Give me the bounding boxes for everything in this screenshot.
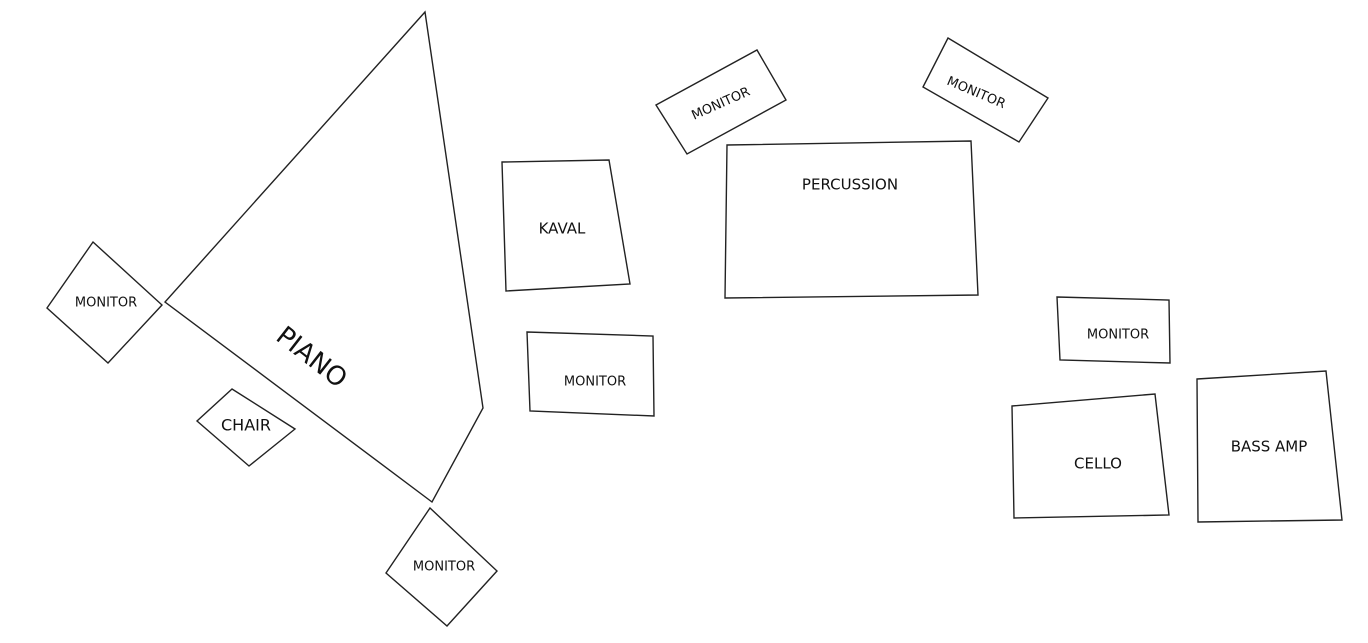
monitor-top-left-label: MONITOR	[690, 84, 753, 123]
cello: CELLO	[1011, 393, 1170, 519]
monitor-top-right-outline	[922, 37, 1049, 143]
monitor-center-outline	[526, 331, 655, 417]
monitor-bottom-outline	[385, 506, 498, 627]
cello-outline	[1011, 393, 1170, 519]
piano-outline	[163, 10, 484, 504]
percussion-outline	[724, 140, 979, 299]
chair-outline	[195, 388, 297, 467]
monitor-top-left-outline	[655, 49, 787, 155]
monitor-center: MONITOR	[526, 331, 655, 417]
percussion-label: PERCUSSION	[802, 176, 898, 194]
monitor-center-label: MONITOR	[564, 375, 626, 390]
bass-amp-outline	[1196, 370, 1343, 523]
bass-amp-label: BASS AMP	[1231, 438, 1308, 456]
monitor-bottom-label: MONITOR	[413, 560, 475, 575]
monitor-bottom: MONITOR	[385, 506, 498, 627]
monitor-top-right: MONITOR	[922, 37, 1049, 143]
cello-label: CELLO	[1074, 455, 1122, 473]
monitor-left: MONITOR	[46, 240, 163, 364]
monitor-top-left: MONITOR	[655, 49, 787, 155]
bass-amp: BASS AMP	[1196, 370, 1343, 523]
piano: PIANO	[163, 10, 484, 504]
kaval: KAVAL	[501, 159, 631, 292]
kaval-label: KAVAL	[539, 220, 586, 238]
kaval-outline	[501, 159, 631, 292]
chair: CHAIR	[195, 388, 297, 467]
monitor-right-label: MONITOR	[1087, 328, 1149, 343]
percussion: PERCUSSION	[724, 140, 979, 299]
piano-label: PIANO	[270, 321, 352, 395]
monitor-left-outline	[46, 240, 163, 364]
monitor-left-label: MONITOR	[75, 296, 137, 311]
monitor-right: MONITOR	[1056, 296, 1171, 364]
monitor-right-outline	[1056, 296, 1171, 364]
chair-label: CHAIR	[221, 416, 271, 435]
monitor-top-right-label: MONITOR	[944, 74, 1007, 112]
